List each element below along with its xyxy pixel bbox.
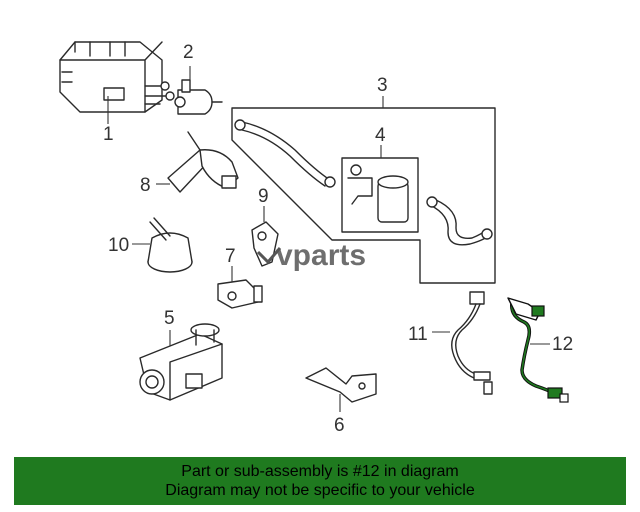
part-6-bracket[interactable] (305, 367, 377, 403)
part-2-purge-valve[interactable] (174, 79, 223, 115)
part-8-solenoid-bracket[interactable] (167, 131, 239, 193)
callout-8: 8 (140, 175, 151, 196)
parts-diagram: 1 2 3 4 8 (59, 41, 573, 436)
callout-4: 4 (375, 125, 386, 146)
callout-6: 6 (334, 415, 345, 436)
banner-line-part: Part or sub-assembly is #12 in diagram (181, 463, 459, 480)
callout-12: 12 (552, 334, 573, 355)
watermark-logo: vparts (256, 239, 366, 272)
banner-line-disclaimer: Diagram may not be specific to your vehi… (165, 482, 475, 499)
part-5-egr-valve[interactable] (139, 323, 223, 401)
callout-2: 2 (183, 42, 194, 63)
part-10-vacuum-actuator[interactable] (147, 217, 193, 273)
part-7-map-sensor[interactable] (217, 279, 263, 309)
callout-1: 1 (103, 124, 114, 145)
callout-11: 11 (408, 324, 428, 345)
part-4-valve[interactable] (341, 157, 419, 233)
part-12-oxygen-sensor-highlighted[interactable] (507, 297, 569, 403)
part-1-canister[interactable] (59, 41, 175, 113)
watermark-text: vparts (276, 239, 366, 272)
callout-7: 7 (225, 246, 236, 267)
part-11-oxygen-sensor[interactable] (451, 291, 493, 395)
part-3-hose-assembly[interactable] (231, 107, 496, 284)
callout-3: 3 (377, 75, 388, 96)
callout-10: 10 (108, 235, 129, 256)
part-info-banner: Part or sub-assembly is #12 in diagram D… (14, 457, 626, 505)
callout-9: 9 (258, 186, 269, 207)
part-9-sensor[interactable] (251, 221, 279, 267)
callout-5: 5 (164, 308, 175, 329)
